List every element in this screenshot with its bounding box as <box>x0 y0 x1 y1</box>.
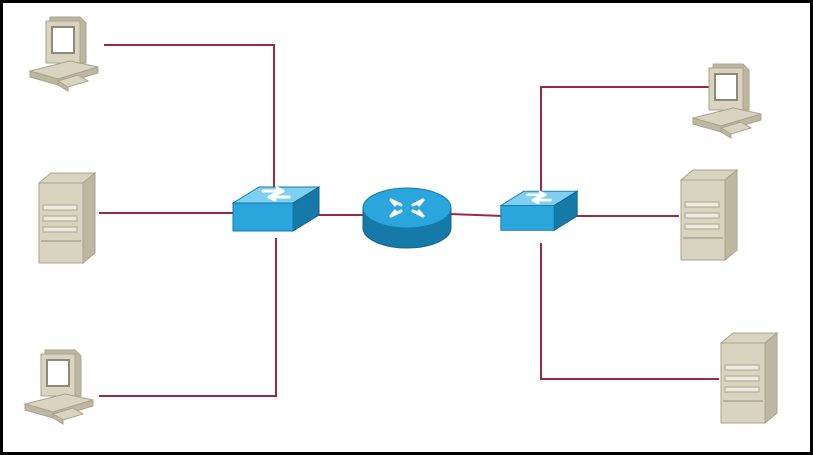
link-router-1-to-switch-2 <box>449 213 504 217</box>
switch-icon <box>499 189 579 232</box>
workstation-node-pc-3 <box>692 63 762 139</box>
diagram-canvas: .b-main { fill: #d9d4c0; stroke: #a9a38d… <box>24 16 778 425</box>
link-pc-2-to-switch-1 <box>99 238 277 397</box>
server-node-server-3 <box>720 332 778 424</box>
router-node-router-1 <box>361 186 453 250</box>
desktop-computer-icon <box>24 349 94 425</box>
desktop-computer-icon <box>692 63 762 139</box>
workstation-node-pc-2 <box>24 349 94 425</box>
workstation-node-pc-1 <box>29 16 99 92</box>
server-node-server-2 <box>680 169 738 261</box>
router-icon <box>361 186 453 250</box>
server-tower-icon <box>38 172 96 264</box>
links-layer <box>99 44 719 397</box>
switch-icon <box>231 185 321 233</box>
switch-node-switch-1 <box>231 185 321 233</box>
desktop-computer-icon <box>29 16 99 92</box>
server-tower-icon <box>720 332 778 424</box>
server-node-server-1 <box>38 172 96 264</box>
link-switch-2-to-pc-3 <box>540 86 715 201</box>
server-tower-icon <box>680 169 738 261</box>
nodes-layer <box>24 16 778 425</box>
link-switch-2-to-server-3 <box>540 243 719 380</box>
link-pc-1-to-switch-1 <box>104 44 275 208</box>
switch-node-switch-2 <box>499 189 579 232</box>
